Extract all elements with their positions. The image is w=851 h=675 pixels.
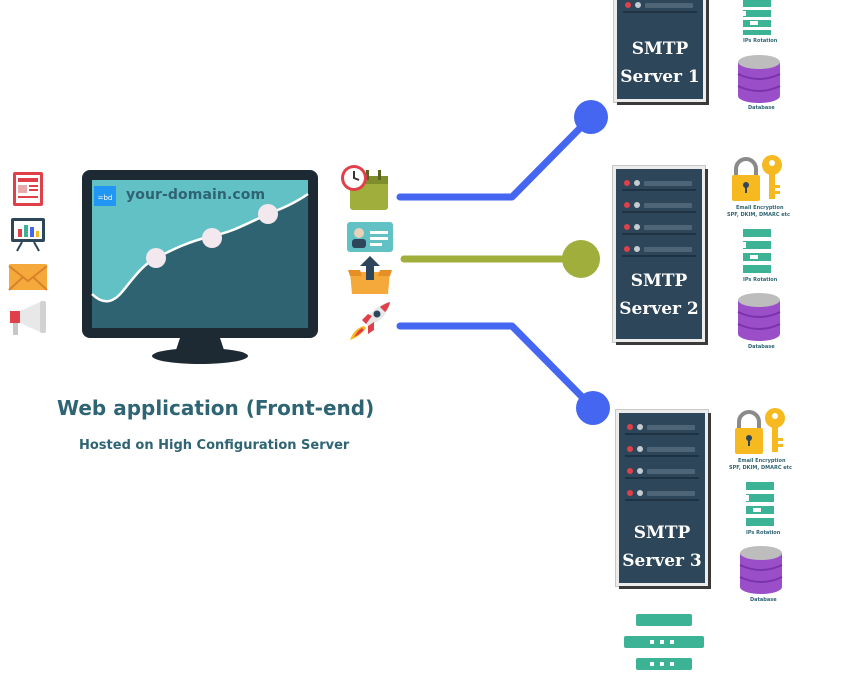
connector-to-server-3 [396,322,597,412]
app-subtitle: Hosted on High Configuration Server [79,438,350,453]
smtp-server-1: SMTP Server 1 [614,0,706,102]
server-stack-icon [624,614,704,670]
monitor-illustration: =bd [82,170,318,364]
megaphone-icon [10,301,46,335]
server-2-line-1: SMTP [630,271,688,291]
ips-rotation-icon [743,482,774,526]
ips-rotation-label-3: IPs Rotation [746,530,781,536]
connector-node-2 [562,240,600,278]
smtp-server-3: SMTP Server 3 [616,410,708,586]
smtp-server-2: SMTP Server 2 [613,166,705,342]
database-icon [737,55,781,103]
email-encryption-label-2: Email Encryption [736,205,784,211]
server-3-line-1: SMTP [633,523,691,543]
clock-calendar-icon [341,165,388,210]
graph-point-1 [146,248,166,268]
server-2-line-2: Server 2 [619,299,699,319]
presentation-chart-icon [11,218,45,252]
ips-rotation-icon [740,229,771,273]
email-encryption-label-3: Email Encryption [738,458,786,464]
connector-to-server-1 [396,113,595,201]
news-icon [13,172,43,206]
envelope-icon [8,264,48,291]
graph-point-2 [202,228,222,248]
app-title: Web application (Front-end) [57,396,375,420]
rocket-icon [350,302,390,340]
server-1-line-2: Server 1 [620,67,700,87]
graph-point-3 [258,204,278,224]
connector-node-3 [576,391,610,425]
lock-key-icon [732,155,782,201]
connector-node-1 [574,100,608,134]
database-icon [739,546,783,594]
server-1-line-1: SMTP [631,39,689,59]
contact-card-icon [347,222,393,252]
ips-rotation-icon [740,0,771,35]
domain-badge-icon [94,186,116,206]
ips-rotation-label-2: IPs Rotation [743,277,778,283]
domain-text: your-domain.com [126,187,266,203]
database-label-3: Database [750,597,777,603]
spf-label-3: SPF, DKIM, DMARC etc [729,465,793,471]
database-label-1: Database [748,105,775,111]
ips-rotation-label-1: IPs Rotation [743,38,778,44]
server-3-line-2: Server 3 [622,551,702,571]
upload-box-icon [348,256,392,294]
database-icon [737,293,781,341]
lock-key-icon [735,408,785,454]
svg-text:=bd: =bd [98,194,113,202]
database-label-2: Database [748,344,775,350]
spf-label-2: SPF, DKIM, DMARC etc [727,212,791,218]
